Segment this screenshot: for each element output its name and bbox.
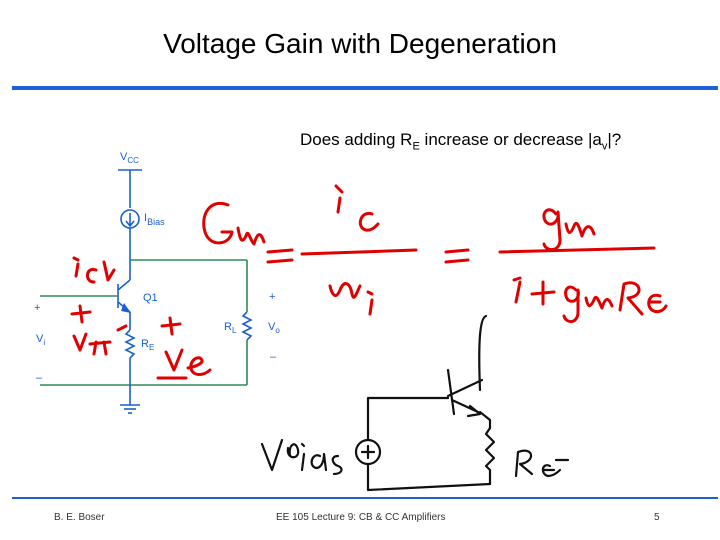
footer-page-number: 5 [654, 512, 660, 523]
vo-plus: + [269, 291, 275, 303]
question-suffix: |? [607, 130, 622, 149]
question-sub-v: v [601, 140, 608, 153]
handwritten-annotations-red [70, 184, 668, 380]
vo-minus: – [270, 351, 277, 363]
collector-diag [117, 279, 131, 291]
footer-author: B. E. Boser [54, 512, 105, 523]
question-text: Does adding RE increase or decrease |av|… [300, 130, 621, 152]
rl-resistor [241, 311, 253, 341]
vi-plus: + [34, 302, 40, 314]
question-sub-e: E [412, 140, 420, 153]
footer-divider [12, 497, 718, 499]
slide-title: Voltage Gain with Degeneration [163, 28, 557, 59]
current-source-arrowhead [125, 220, 135, 228]
vcc-label: VCC [120, 151, 139, 165]
emitter-arrow-icon [121, 303, 131, 313]
handwritten-sketch-black [260, 314, 570, 492]
rl-label: RL [224, 321, 237, 335]
re-label: RE [141, 338, 154, 352]
question-prefix: Does adding R [300, 130, 413, 149]
ibias-label: IBias [144, 212, 165, 227]
footer-course: EE 105 Lecture 9: CB & CC Amplifiers [276, 512, 446, 523]
vo-label: Vo [268, 321, 280, 335]
vi-label: Vi [36, 333, 45, 347]
re-resistor [124, 329, 136, 359]
title-divider [12, 86, 718, 90]
vi-minus: – [36, 372, 43, 384]
question-mid: increase or decrease |a [419, 130, 602, 149]
q1-label: Q1 [143, 292, 158, 304]
